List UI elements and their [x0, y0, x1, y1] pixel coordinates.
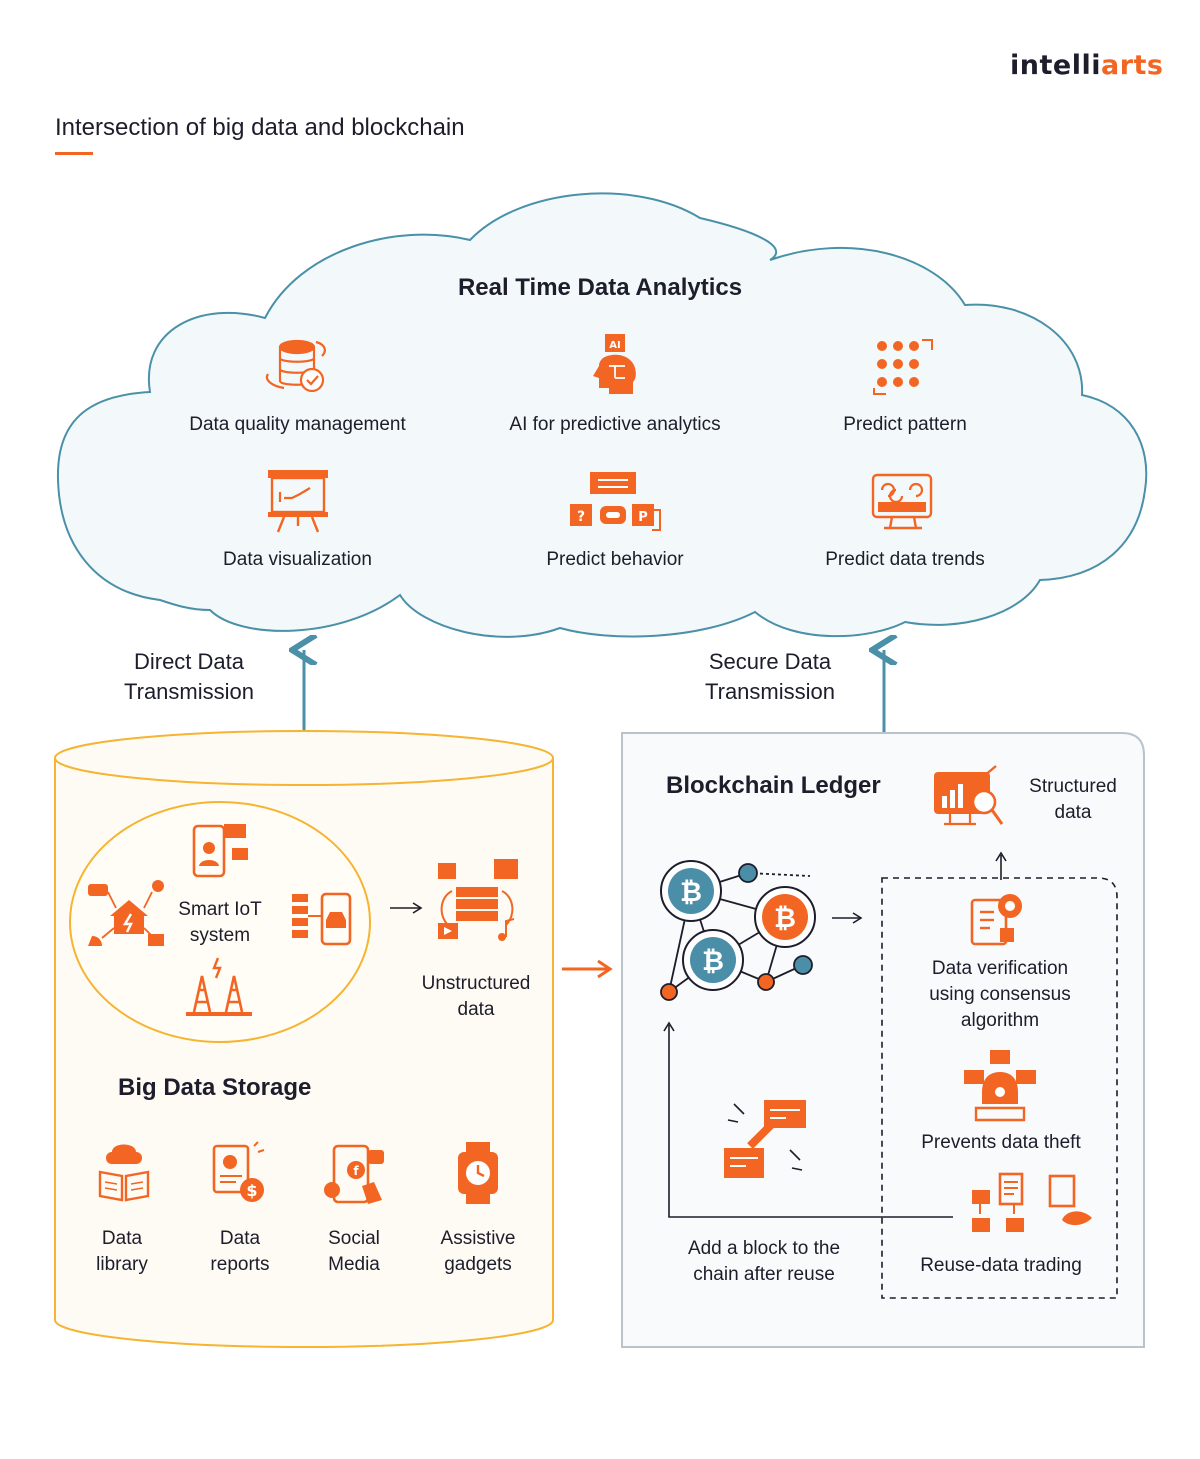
smart-car-icon	[292, 892, 352, 946]
svg-text:P: P	[638, 510, 648, 525]
storage-item-label: Data library	[72, 1226, 172, 1278]
trading-label: Reuse-data trading	[920, 1255, 1082, 1276]
theft-label: Prevents data theft	[921, 1132, 1081, 1153]
svg-text:₿: ₿	[702, 946, 724, 977]
smartwatch-icon	[458, 1142, 498, 1204]
unstructured-label-line2: data	[457, 999, 495, 1020]
blockchain-network-icon: ₿ ₿ ₿	[660, 860, 816, 1001]
direct-transmission-line1: Direct Data	[133, 649, 245, 674]
add-block-label: Add a block to the chain after reuse	[660, 1236, 868, 1288]
verification-dashed-box	[881, 877, 1118, 1299]
svg-text:f: f	[353, 1164, 359, 1178]
add-block-label-line2: chain after reuse	[693, 1264, 835, 1285]
cloud-item-label: AI for predictive analytics	[509, 414, 721, 435]
iot-label: Smart IoT system	[160, 897, 280, 949]
blockchain-heading: Blockchain Ledger	[666, 772, 881, 799]
title-underline	[55, 152, 93, 155]
database-quality-icon	[265, 339, 326, 393]
unstructured-label-line1: Unstructured	[421, 973, 531, 994]
iot-ellipse	[69, 801, 371, 1043]
power-grid-icon	[186, 957, 252, 1016]
trend-dashboard-icon	[871, 473, 933, 530]
page-title: Intersection of big data and blockchain	[55, 114, 465, 141]
reuse-loop-arrow	[668, 1025, 953, 1218]
storage-item-label: Assistive gadgets	[422, 1226, 534, 1278]
storage-item-label-line1: Social	[328, 1228, 380, 1249]
cloud-item-label: Predict data trends	[825, 549, 985, 570]
add-block-label-line1: Add a block to the	[687, 1238, 841, 1259]
storage-item-label-line1: Data	[219, 1228, 261, 1249]
storage-item-label-line1: Data	[101, 1228, 143, 1249]
logo-text-main: intelli	[1010, 50, 1101, 81]
structured-data-icon	[934, 765, 1004, 826]
data-trading-icon	[972, 1172, 1092, 1232]
cloud-heading: Real Time Data Analytics	[457, 274, 743, 301]
storage-item-label-line2: reports	[210, 1254, 270, 1275]
add-block-chain-icon	[724, 1100, 806, 1178]
structured-label-line1: Structured	[1029, 776, 1117, 797]
cloud-item-label: Predict pattern	[843, 414, 967, 435]
iot-label-line1: Smart IoT	[178, 899, 262, 920]
behavior-blocks-icon: ? P	[570, 472, 661, 531]
verification-label: Data verification using consensus algori…	[895, 956, 1105, 1034]
cloud-shape	[56, 192, 1148, 638]
data-reports-icon: $	[212, 1141, 265, 1202]
storage-item-label: Data reports	[190, 1226, 290, 1278]
storage-item-label-line2: Media	[328, 1254, 380, 1275]
intelliarts-logo[interactable]: intelliarts	[1010, 50, 1163, 81]
logo-text-accent: arts	[1100, 50, 1164, 81]
svg-text:$: $	[246, 1181, 257, 1200]
social-media-icon: f	[324, 1144, 384, 1204]
storage-heading: Big Data Storage	[118, 1074, 312, 1101]
direct-transmission-label: Direct Data Transmission	[95, 647, 283, 707]
storage-item-label: Social Media	[304, 1226, 404, 1278]
direct-transmission-line2: Transmission	[124, 679, 254, 704]
svg-text:?: ?	[577, 509, 585, 525]
unstructured-label: Unstructured data	[400, 971, 552, 1023]
verification-label-line2: using consensus	[929, 984, 1071, 1005]
storage-cylinder-top	[54, 730, 554, 786]
secure-transmission-line1: Secure Data	[708, 649, 832, 674]
cloud-item-label: Predict behavior	[546, 549, 684, 570]
pattern-grid-icon	[873, 339, 933, 395]
structured-data-label: Structured data	[1015, 774, 1131, 826]
data-library-icon	[98, 1144, 150, 1202]
unstructured-data-icon	[438, 859, 518, 941]
consensus-verification-icon	[970, 894, 1022, 946]
storage-item-label-line2: gadgets	[444, 1254, 512, 1275]
storage-item-label-line2: library	[96, 1254, 148, 1275]
iot-label-line2: system	[189, 925, 251, 946]
hacker-shield-icon	[964, 1050, 1036, 1122]
smart-home-icon	[88, 880, 164, 946]
structured-label-line2: data	[1054, 802, 1092, 823]
svg-text:AI: AI	[609, 340, 620, 351]
secure-transmission-label: Secure Data Transmission	[675, 647, 865, 707]
svg-text:₿: ₿	[774, 903, 796, 934]
secure-transmission-line2: Transmission	[705, 679, 835, 704]
svg-text:₿: ₿	[680, 877, 702, 908]
ai-head-icon: AI	[593, 334, 636, 394]
presentation-board-icon	[268, 470, 328, 533]
cloud-item-label: Data visualization	[223, 549, 372, 570]
smartphone-chat-icon	[192, 824, 248, 878]
verification-label-line3: algorithm	[960, 1010, 1040, 1031]
verification-label-line1: Data verification	[931, 958, 1069, 979]
cloud-item-label: Data quality management	[189, 414, 406, 435]
storage-item-label-line1: Assistive	[440, 1228, 516, 1249]
